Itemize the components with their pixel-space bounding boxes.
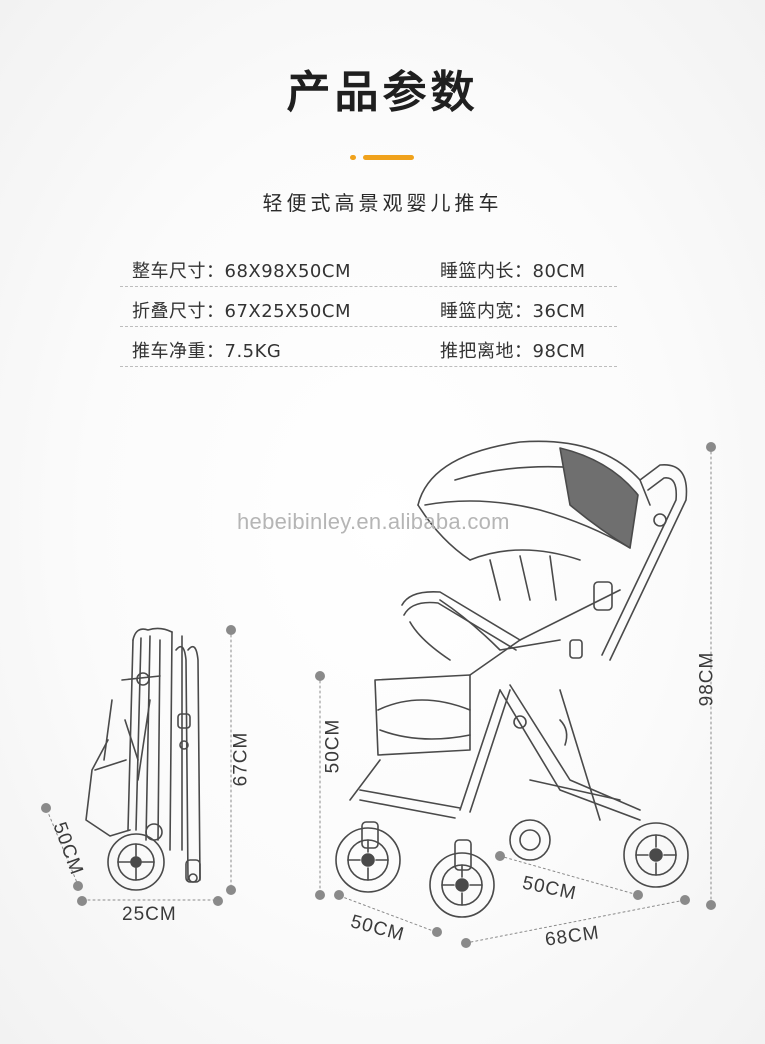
product-subtitle: 轻便式高景观婴儿推车 bbox=[262, 191, 503, 215]
spec-row: 折叠尺寸：67X25X50CM 睡篮内宽：36CM bbox=[120, 287, 617, 327]
watermark-text: hebeibinley.en.alibaba.com bbox=[237, 509, 510, 534]
expanded-stroller-drawing bbox=[335, 440, 689, 918]
spec-folded-size: 折叠尺寸：67X25X50CM bbox=[132, 301, 351, 322]
accent-line bbox=[363, 155, 414, 160]
folded-stroller-drawing bbox=[85, 627, 201, 891]
spec-overall-size: 整车尺寸：68X98X50CM bbox=[132, 261, 351, 282]
spec-row: 推车净重：7.5KG 推把离地：98CM bbox=[120, 327, 617, 367]
dimension-end-dots bbox=[41, 442, 716, 948]
spec-handle-height: 推把离地：98CM bbox=[440, 341, 586, 362]
seat-height-label: 50CM bbox=[322, 718, 344, 774]
folded-width-label: 25CM bbox=[122, 904, 177, 925]
spec-net-weight: 推车净重：7.5KG bbox=[132, 341, 282, 362]
accent-dot bbox=[350, 155, 356, 160]
spec-row: 整车尺寸：68X98X50CM 睡篮内长：80CM bbox=[120, 247, 617, 287]
spec-basket-width: 睡篮内宽：36CM bbox=[440, 301, 586, 322]
folded-height-label: 67CM bbox=[230, 731, 252, 787]
dimension-lines bbox=[46, 446, 712, 944]
page-title: 产品参数 bbox=[286, 67, 479, 118]
spec-basket-length: 睡篮内长：80CM bbox=[440, 261, 586, 282]
spec-table: 整车尺寸：68X98X50CM 睡篮内长：80CM 折叠尺寸：67X25X50C… bbox=[120, 247, 617, 367]
title-accent-bar bbox=[350, 155, 414, 160]
stroller-height-label: 98CM bbox=[696, 651, 718, 707]
